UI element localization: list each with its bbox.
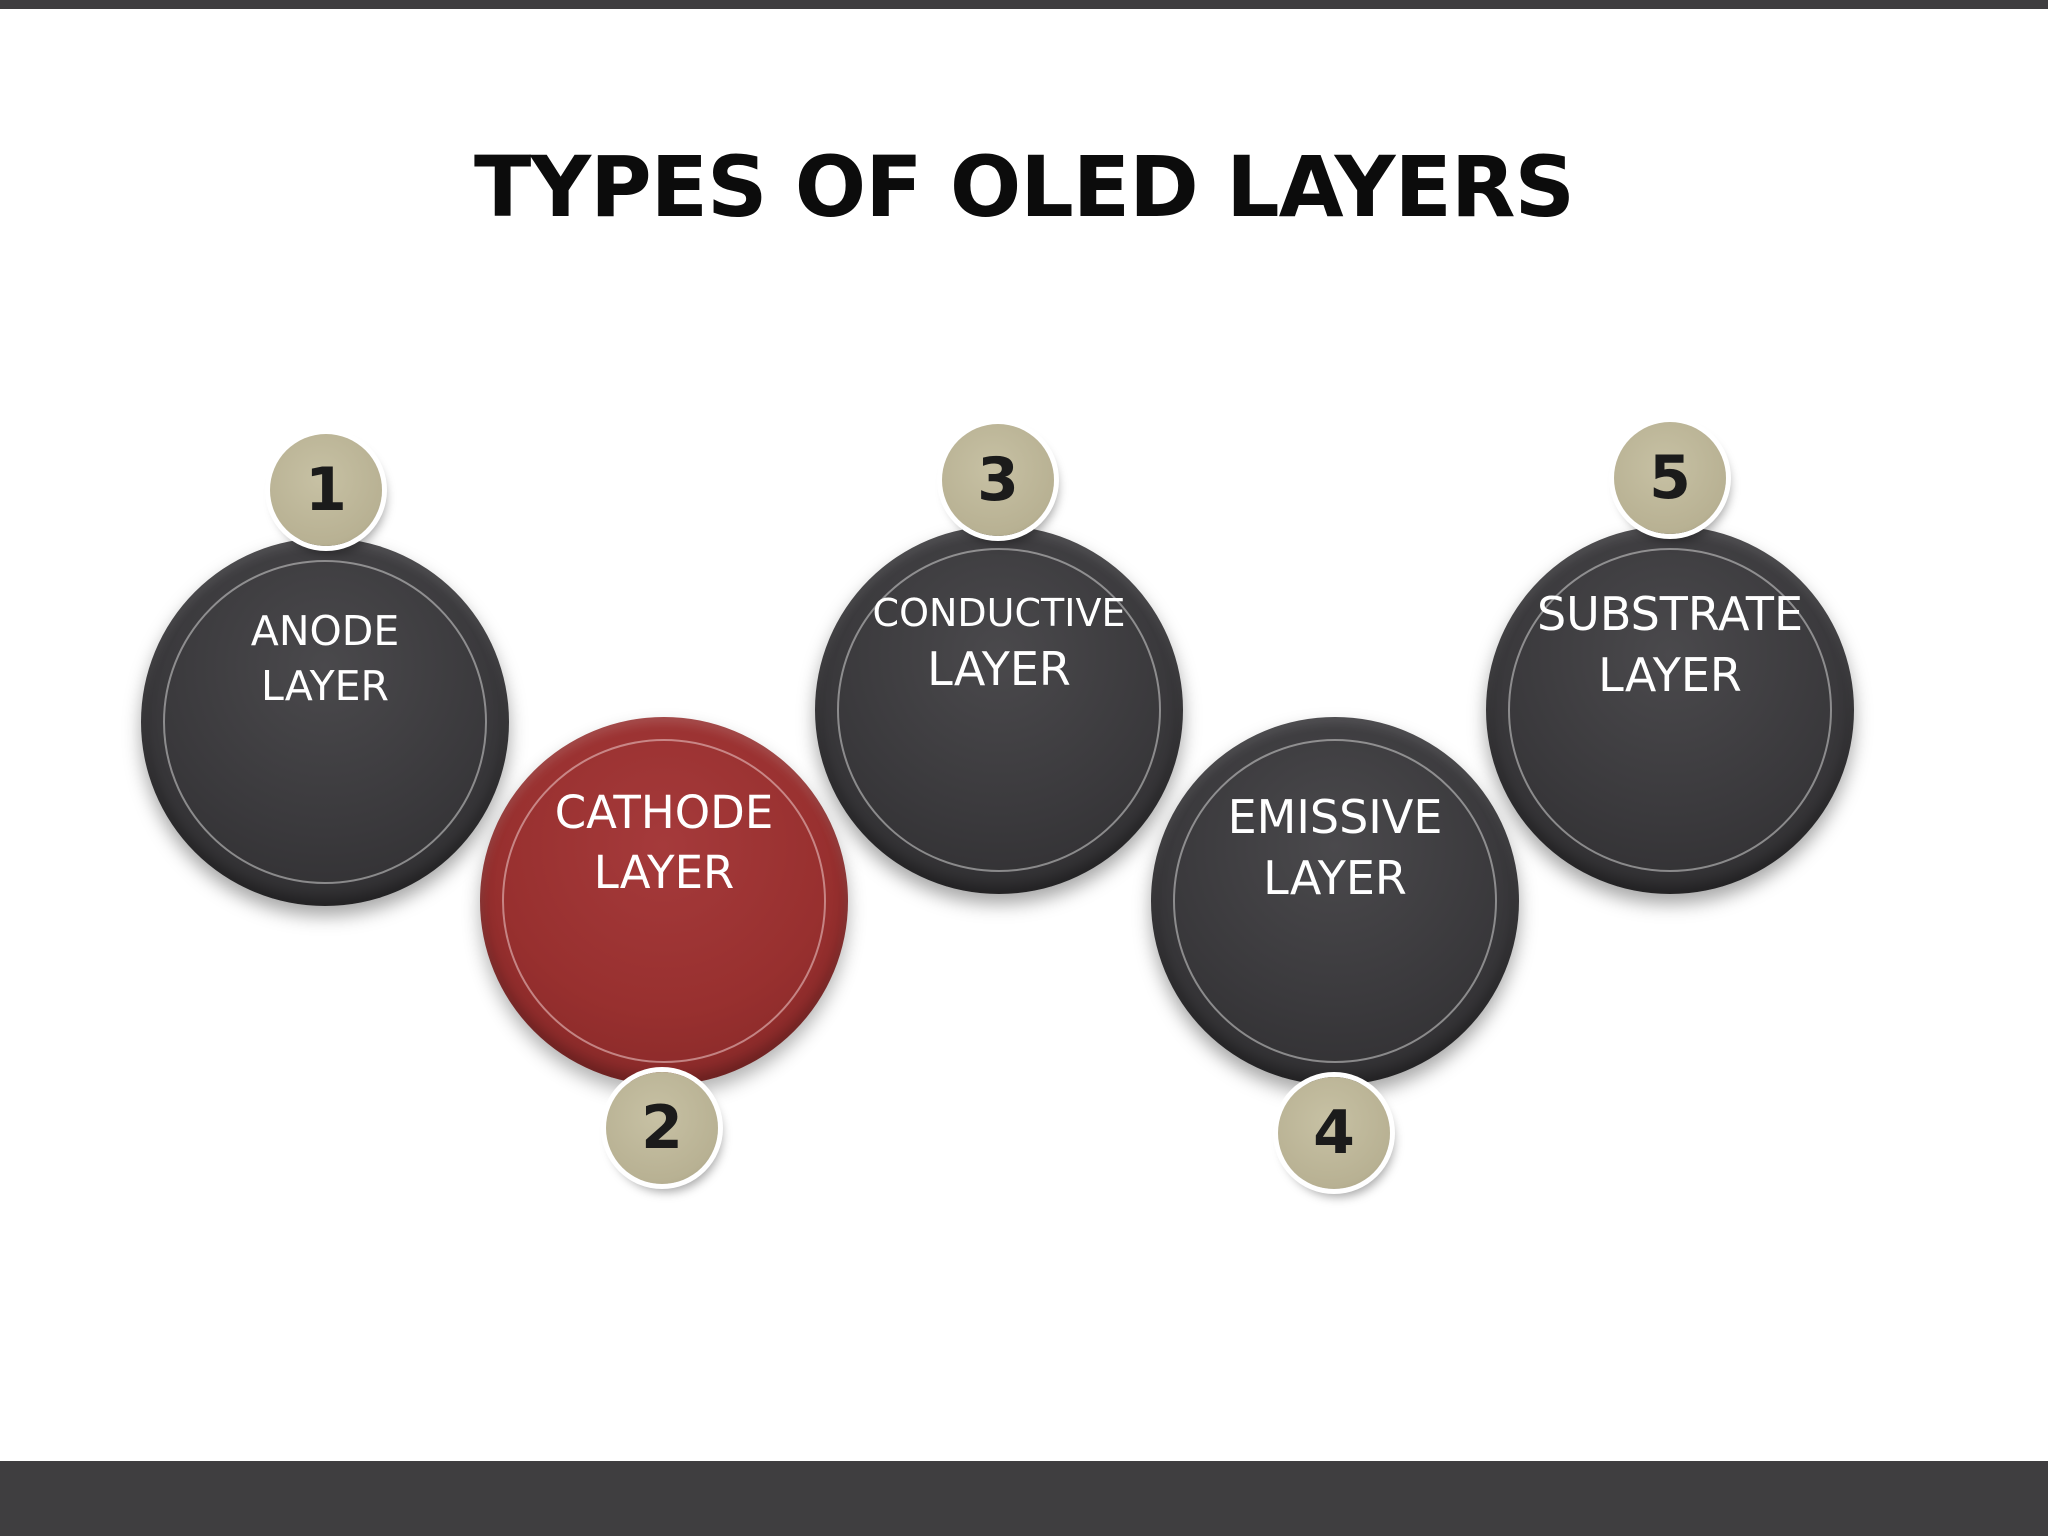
- layer-circle-emissive: EMISSIVE LAYER: [1151, 717, 1519, 1085]
- layer-label-line1: CATHODE: [554, 786, 774, 839]
- layer-label-line1: EMISSIVE: [1227, 790, 1443, 844]
- slide-title: TYPES OF OLED LAYERS: [473, 138, 1575, 236]
- number-badge-4: 4: [1278, 1077, 1390, 1189]
- layer-label-line2: LAYER: [927, 641, 1071, 696]
- layer-label-cathode: CATHODE LAYER: [480, 783, 848, 903]
- layer-label-line2: LAYER: [593, 845, 735, 899]
- inner-ring: [1508, 548, 1832, 872]
- layer-label-anode: ANODE LAYER: [141, 604, 509, 713]
- layer-circle-anode: ANODE LAYER: [141, 538, 509, 906]
- layer-label-substrate: SUBSTRATE LAYER: [1486, 584, 1854, 706]
- layer-label-line2: LAYER: [1263, 851, 1407, 906]
- inner-ring: [1173, 739, 1497, 1063]
- layer-label-line2: LAYER: [1598, 648, 1742, 703]
- layer-circle-cathode: CATHODE LAYER: [480, 717, 848, 1085]
- bottom-border-bar: [0, 1461, 2048, 1536]
- top-border-bar: [0, 0, 2048, 9]
- number-badge-2: 2: [606, 1072, 718, 1184]
- layer-circle-substrate: SUBSTRATE LAYER: [1486, 526, 1854, 894]
- layer-circle-conductive: CONDUCTIVE LAYER: [815, 526, 1183, 894]
- layer-label-conductive: CONDUCTIVE LAYER: [815, 588, 1183, 700]
- inner-ring: [837, 548, 1161, 872]
- inner-ring: [502, 739, 826, 1063]
- layer-label-emissive: EMISSIVE LAYER: [1151, 787, 1519, 909]
- layer-label-line2: LAYER: [260, 661, 390, 710]
- layer-label-line1: SUBSTRATE: [1536, 587, 1804, 641]
- number-badge-1: 1: [270, 434, 382, 546]
- inner-ring: [163, 560, 487, 884]
- number-badge-5: 5: [1614, 422, 1726, 534]
- layer-label-line1: CONDUCTIVE: [872, 591, 1126, 635]
- layer-label-line1: ANODE: [250, 607, 400, 655]
- number-badge-3: 3: [942, 424, 1054, 536]
